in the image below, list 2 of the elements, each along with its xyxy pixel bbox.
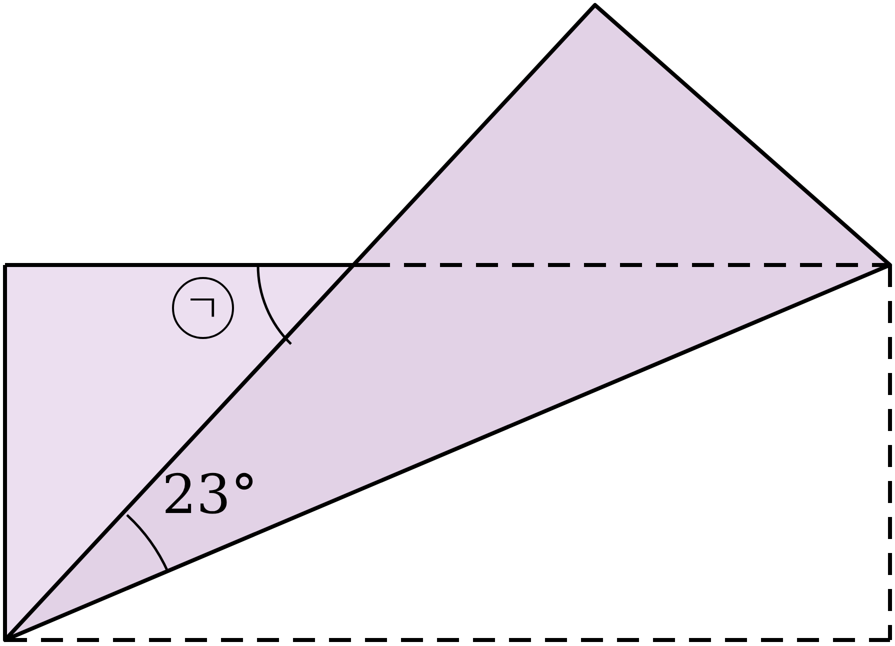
angle-label: 23° <box>162 468 258 522</box>
angle-label: ㄱ <box>172 277 234 339</box>
